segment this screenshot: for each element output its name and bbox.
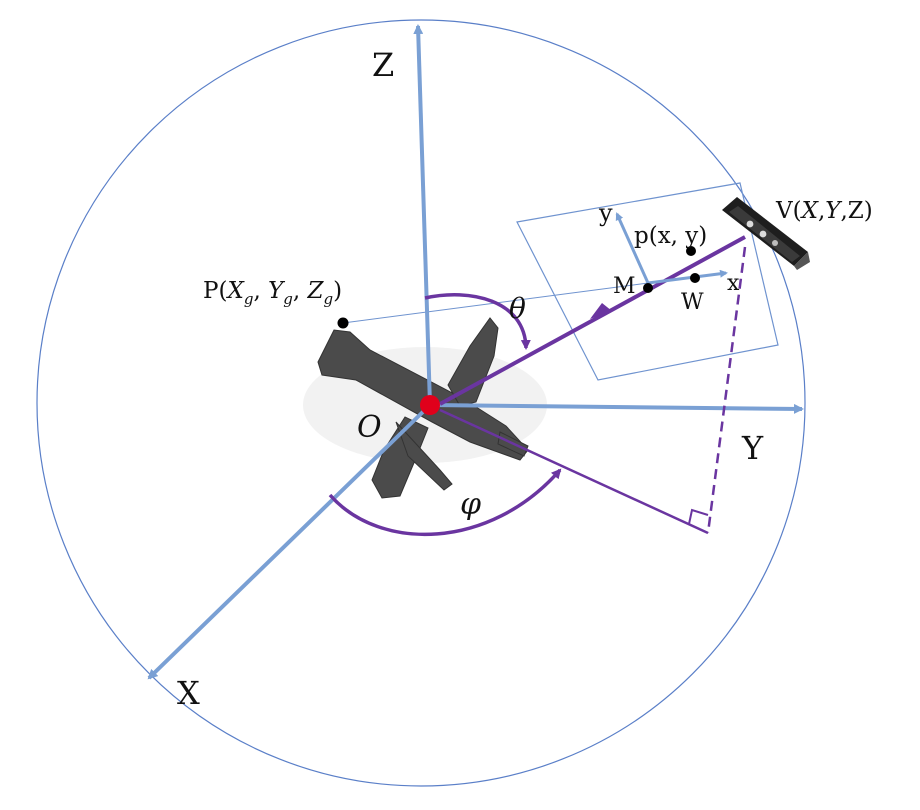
point-w-marker — [690, 273, 700, 283]
point-m-label: M — [613, 274, 636, 299]
vertical-drop-line — [706, 246, 747, 534]
image-axis-y-line — [615, 212, 650, 284]
image-point-marker — [686, 246, 696, 256]
axis-z-line — [413, 24, 432, 406]
right-angle-mark — [688, 508, 709, 525]
theta-arc — [424, 293, 531, 350]
view-sphere — [36, 19, 806, 787]
view-vector-arrowhead — [590, 303, 612, 319]
phi-arc — [328, 468, 562, 537]
image-point-label: p(x, y) — [634, 223, 707, 249]
image-axis-x-line — [647, 269, 728, 285]
viewpoint-v-label: V(X,Y,Z) — [775, 198, 873, 224]
phi-label: φ — [460, 487, 481, 522]
projection-vector-op — [439, 408, 709, 535]
point-m-marker — [643, 283, 653, 293]
image-axis-y-label: y — [598, 199, 613, 227]
point-p-label: P(Xg, Yg, Zg) — [203, 278, 342, 308]
origin-label: O — [357, 410, 382, 445]
origin-marker — [420, 395, 440, 415]
axis-z-label: Z — [372, 46, 394, 84]
axis-y-line — [429, 403, 804, 414]
image-plane — [516, 182, 779, 381]
axis-x-label: X — [177, 674, 200, 712]
point-p-marker — [337, 317, 349, 329]
point-w-label: W — [681, 290, 704, 315]
axis-x-line — [147, 403, 432, 680]
theta-label: θ — [509, 292, 526, 325]
camera-icon — [722, 197, 810, 270]
image-axis-x-label: x — [727, 271, 740, 296]
view-vector-vo — [439, 235, 746, 406]
axis-y-label: Y — [741, 429, 764, 467]
